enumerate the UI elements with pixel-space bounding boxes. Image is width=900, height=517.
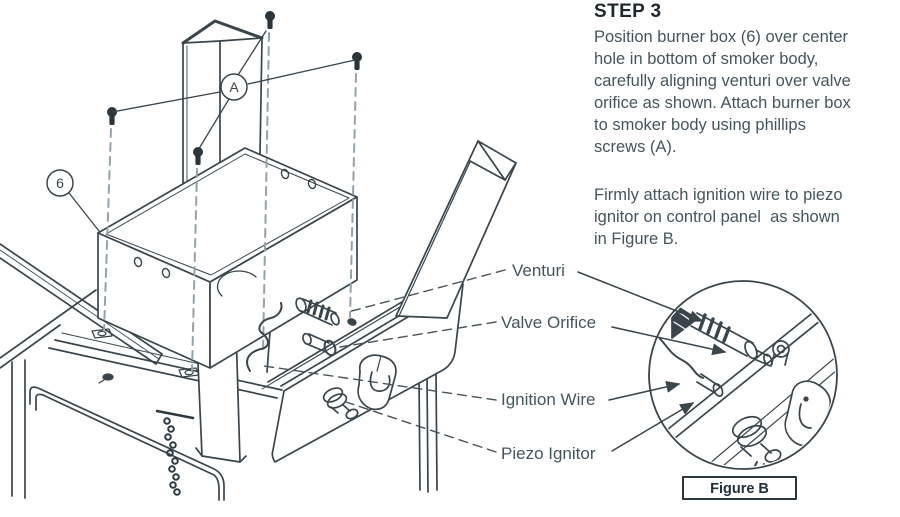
label-leader-lines-right — [577, 271, 727, 452]
screw-icon — [107, 107, 117, 125]
callout-a-label: A — [229, 79, 239, 95]
smoker-body-back-wall — [0, 289, 97, 369]
step-heading: STEP 3 — [594, 1, 662, 22]
match-holder-chain — [155, 409, 195, 496]
figure-b-detail — [648, 280, 838, 470]
label-venturi: Venturi — [512, 261, 565, 280]
venturi-part — [295, 297, 340, 326]
label-leader-lines-left — [263, 269, 506, 453]
label-piezo-ignitor: Piezo Ignitor — [501, 444, 596, 463]
valve-orifice-part — [302, 318, 357, 357]
figure-b-caption: Figure B — [710, 481, 769, 497]
callout-6-label: 6 — [56, 175, 64, 191]
ignition-wire-part — [246, 302, 283, 372]
label-ignition-wire: Ignition Wire — [501, 390, 595, 409]
stand-frame — [11, 359, 438, 501]
callout-screws-a: A — [111, 30, 356, 148]
screw-icon — [265, 11, 275, 29]
burner-box — [97, 147, 358, 369]
instructions-column: STEP 3 Position burner box (6) over cent… — [594, 0, 894, 250]
step-note-text: Firmly attach ignition wire to piezo ign… — [594, 186, 843, 248]
piezo-ignitor-part — [322, 387, 359, 420]
label-valve-orifice: Valve Orifice — [501, 313, 596, 332]
chimney-stack — [181, 19, 264, 185]
screw-guide-lines — [103, 32, 357, 372]
screw-icon — [193, 147, 203, 165]
right-chute — [395, 140, 517, 319]
step-body-text: Position burner box (6) over center hole… — [594, 28, 851, 156]
figure-b-caption-box: Figure B — [682, 476, 797, 500]
callout-burner-box-6: 6 — [46, 169, 100, 232]
